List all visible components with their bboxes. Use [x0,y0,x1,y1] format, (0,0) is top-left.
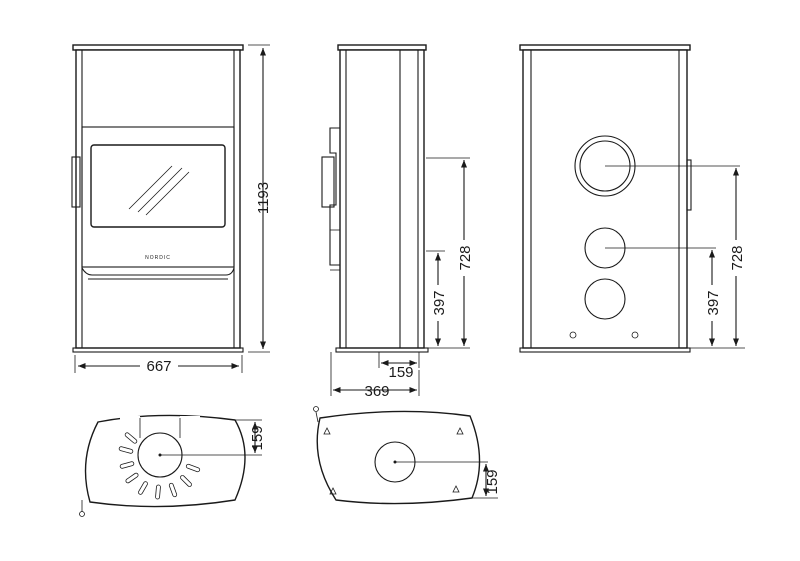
front-width-label: 667 [146,358,171,375]
side-upper-outlet-label: 728 [457,245,474,270]
front-door [81,126,235,268]
top-outline [84,414,246,508]
side-door-profile [329,127,340,266]
back-upper-outlet-label: 728 [729,245,746,270]
side-base [335,347,429,353]
back-lower-outlet-label: 397 [705,290,722,315]
side-view: 159 369 [321,44,429,400]
front-ash-lip [81,267,235,276]
top-offset-label: 159 [249,425,266,450]
front-glass-window [90,144,226,228]
bottom-offset-label: 159 [484,469,501,494]
bottom-view: 159 [313,406,501,505]
front-view: NORDIC 1193 667 [71,44,272,375]
top-burner-slots [118,432,201,500]
side-door-handle [321,156,335,208]
side-top-plate [337,44,427,51]
side-offset-label: 159 [388,364,413,381]
back-base [519,347,691,353]
back-lower-outlet [584,278,626,320]
side-lower-outlet-label: 397 [431,290,448,315]
side-depth-label: 369 [364,383,389,400]
bottom-outline [316,410,481,505]
side-outlet-dimensions: 728 397 [426,157,476,349]
front-base [72,347,244,353]
top-view: 159 [79,414,266,517]
side-body [339,49,425,349]
front-top-plate [72,44,244,51]
back-view: 728 397 [519,44,748,353]
back-top-plate [519,44,691,51]
front-door-handle [71,156,81,208]
front-height-label: 1193 [255,182,272,214]
back-body [522,49,688,349]
front-badge: NORDIC [145,255,171,261]
